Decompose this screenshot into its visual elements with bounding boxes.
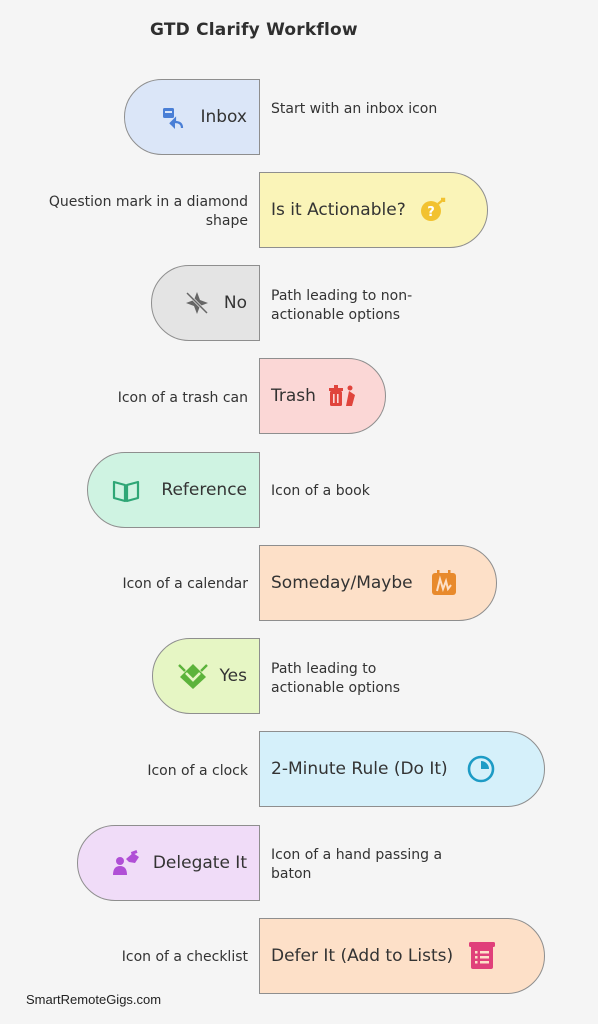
step-delegate-it: Delegate It <box>77 825 260 901</box>
step-two-minute-rule: 2-Minute Rule (Do It) <box>259 731 545 807</box>
step-no: No <box>151 265 260 341</box>
step-description: Icon of a calendar <box>122 576 248 592</box>
step-label: Defer It (Add to Lists) <box>271 946 454 966</box>
calendar-icon <box>429 568 459 598</box>
step-label: Yes <box>219 666 247 686</box>
step-description: Icon of a clock <box>147 763 248 779</box>
step-label: Delegate It <box>152 853 247 873</box>
yes-path-icon <box>177 661 208 691</box>
step-yes: Yes <box>152 638 260 714</box>
step-description: Path leading to non-actionable options <box>271 288 413 323</box>
step-someday-maybe: Someday/Maybe <box>259 545 497 621</box>
step-reference: Reference <box>87 452 260 528</box>
step-description: Question mark in a diamond shape <box>48 194 248 229</box>
svg-text:?: ? <box>427 205 435 220</box>
step-label: Reference <box>161 480 247 500</box>
step-description: Icon of a checklist <box>121 949 248 965</box>
step-description: Icon of a trash can <box>117 390 248 406</box>
page-title: GTD Clarify Workflow <box>150 20 358 40</box>
step-label: Inbox <box>200 107 247 127</box>
no-path-icon <box>182 288 212 318</box>
step-description: Icon of a hand passing a baton <box>271 847 443 882</box>
step-trash: Trash <box>259 358 386 434</box>
step-label: Trash <box>271 386 316 406</box>
step-defer-it: Defer It (Add to Lists) <box>259 918 545 994</box>
question-diamond-icon: ? <box>418 195 448 225</box>
step-inbox: Inbox <box>124 79 260 155</box>
step-label: No <box>223 293 247 313</box>
step-label: Someday/Maybe <box>271 573 413 593</box>
step-label: 2-Minute Rule (Do It) <box>271 759 448 779</box>
footer-credit: SmartRemoteGigs.com <box>26 992 162 1007</box>
checklist-icon <box>467 941 497 971</box>
step-description: Start with an inbox icon <box>271 101 438 117</box>
step-description: Icon of a book <box>271 483 370 499</box>
trash-icon <box>328 381 358 411</box>
step-description: Path leading to actionable options <box>271 661 401 696</box>
delegate-icon <box>111 848 141 878</box>
clock-icon <box>466 754 496 784</box>
book-icon <box>111 475 141 505</box>
step-label: Is it Actionable? <box>271 200 406 220</box>
inbox-icon <box>158 102 188 132</box>
step-is-it-actionable: Is it Actionable? ? <box>259 172 488 248</box>
